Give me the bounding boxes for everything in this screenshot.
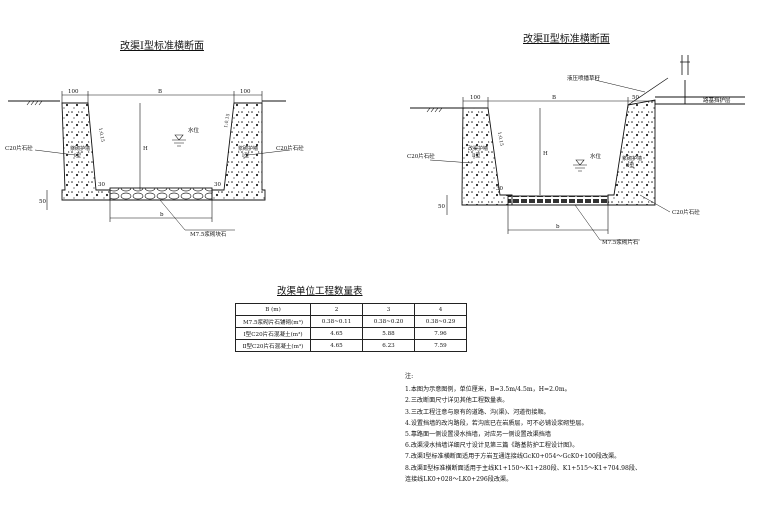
label-concrete-left: C20片石砼 bbox=[5, 144, 33, 152]
note-item: 2.三改断面尺寸详见其他工程数量表。 bbox=[405, 397, 509, 405]
table-cell: 4.65 bbox=[310, 339, 363, 352]
note-item: 1.本图为示意图例，单位厘米，B=3.5m/4.5m，H=2.0m。 bbox=[405, 386, 571, 394]
table-row: Ⅰ型C20片石混凝土(m³) 4.65 5.88 7.96 bbox=[235, 327, 467, 340]
table-row: M7.5浆砌片石铺砌(m³) 0.38~0.11 0.38~0.20 0.38~… bbox=[235, 315, 467, 328]
dim-toe-right: 30 bbox=[214, 182, 221, 188]
table-row: Ⅱ型C20片石混凝土(m³) 4.65 6.23 7.59 bbox=[235, 339, 467, 352]
table-cell: Ⅰ型C20片石混凝土(m³) bbox=[235, 327, 311, 340]
diagram-right-labels: 100 B 50 H b 30 50 水位 C20片石砼 C20片石砼 M7.5… bbox=[407, 74, 731, 246]
bottom-paving bbox=[109, 187, 213, 201]
table-cell: 0.38~0.29 bbox=[414, 315, 467, 328]
quantity-table: B (m) 2 3 4 M7.5浆砌片石铺砌(m³) 0.38~0.11 0.3… bbox=[235, 303, 467, 352]
table-header-row: B (m) 2 3 4 bbox=[235, 303, 467, 316]
table-header-cell: 2 bbox=[310, 303, 363, 316]
table-header-cell: 4 bbox=[414, 303, 467, 316]
dim-height-2: H bbox=[543, 151, 548, 157]
note-item: 6.改渠浸水挡墙详细尺寸设计见第三篇《路基防护工程设计图》。 bbox=[405, 442, 579, 450]
label-slope-right-2: 1:0.15 bbox=[496, 131, 504, 146]
diagram-left-labels: 100 B 100 H b 30 30 50 水位 C20片石砼 C20片石砼 … bbox=[5, 89, 304, 238]
dim-top-width-2: B bbox=[552, 95, 556, 101]
water-level-left bbox=[172, 134, 186, 147]
label-road: 路基挡护层 bbox=[703, 96, 731, 104]
note-item: 连接线LK0+028～LK0+296段改渠。 bbox=[405, 475, 513, 483]
guardrail bbox=[680, 55, 690, 75]
table-cell: 5.88 bbox=[362, 327, 415, 340]
dim-height: H bbox=[143, 146, 148, 152]
label-water-right: 水位 bbox=[590, 152, 602, 160]
dim-top-width: B bbox=[158, 89, 162, 95]
dim-base-thk-2: 50 bbox=[438, 204, 445, 210]
notes-heading: 注: bbox=[405, 373, 414, 380]
diagram-right bbox=[410, 55, 745, 241]
note-item: 8.改渠Ⅱ型标准横断面适用于主线K1+150～K1+280段、K1+515～K1… bbox=[405, 464, 642, 472]
dim-toe-left: 30 bbox=[98, 182, 105, 188]
diagram-left bbox=[8, 91, 291, 231]
dim-base-thk: 50 bbox=[39, 199, 46, 205]
dim-top-left-2: 100 bbox=[470, 95, 481, 101]
diagram-left-title: 改渠Ⅰ型标准横断面 bbox=[120, 41, 204, 52]
water-level-right bbox=[573, 159, 587, 172]
label-water-left: 水位 bbox=[188, 126, 200, 134]
dim-top-right-2: 50 bbox=[632, 95, 639, 101]
diagram-right-title: 改渠Ⅱ型标准横断面 bbox=[523, 34, 610, 45]
table-cell: 7.59 bbox=[414, 339, 467, 352]
table-cell: 4.65 bbox=[310, 327, 363, 340]
label-concrete-left-2: C20片石砼 bbox=[407, 152, 435, 160]
label-concrete-right-2: C20片石砼 bbox=[672, 208, 700, 216]
label-slope-right: 1:0.15 bbox=[223, 113, 231, 128]
notes-block: 注: 1.本图为示意图例，单位厘米，B=3.5m/4.5m，H=2.0m。 2.… bbox=[405, 371, 745, 485]
note-item: 4.设置挡墙的改沟路段，若沟底已在岩质层，可不必铺设浆砌垫层。 bbox=[405, 419, 588, 427]
table-cell: 7.96 bbox=[414, 327, 467, 340]
table-title: 改渠单位工程数量表 bbox=[277, 286, 363, 297]
right-wall-2 bbox=[607, 99, 656, 206]
ground-hatch-right bbox=[426, 107, 443, 113]
dim-base-width-2: b bbox=[556, 224, 560, 230]
note-item: 5.靠路面一侧设置浸水挡墙，对应另一侧设置改渠挡墙 bbox=[405, 431, 551, 439]
table-cell: 0.38~0.11 bbox=[310, 315, 363, 328]
label-grass: 液压喷播草籽 bbox=[567, 74, 601, 82]
table-cell: 0.38~0.20 bbox=[362, 315, 415, 328]
label-bottom-left: M7.5浆砌块石 bbox=[190, 230, 227, 238]
label-bottom-right: M7.5浆砌片石 bbox=[602, 238, 639, 246]
note-item: 7.改渠Ⅰ型标准横断面适用于方岩互通连接线GcK0+054～GcK0+100段改… bbox=[405, 453, 621, 461]
label-slope-left: 1:0.15 bbox=[97, 127, 105, 142]
ground-hatch-left bbox=[26, 100, 43, 106]
table-cell: Ⅱ型C20片石混凝土(m³) bbox=[235, 339, 311, 352]
table-header-cell: B (m) bbox=[235, 303, 311, 316]
note-item: 3.三改工程注意与原有的道路、沟(渠)、河道衔接顺。 bbox=[405, 408, 550, 416]
dim-top-right: 100 bbox=[240, 89, 251, 95]
dim-top-left: 100 bbox=[68, 89, 79, 95]
left-wall-2 bbox=[461, 107, 513, 206]
table-cell: 6.23 bbox=[362, 339, 415, 352]
label-concrete-right: C20片石砼 bbox=[276, 144, 304, 152]
dim-toe-2: 30 bbox=[496, 186, 503, 192]
table-header-cell: 3 bbox=[362, 303, 415, 316]
grass-slope bbox=[627, 77, 669, 106]
dim-base-width: b bbox=[160, 212, 164, 218]
bottom-paving-2 bbox=[507, 195, 609, 206]
table-cell: M7.5浆砌片石铺砌(m³) bbox=[235, 315, 311, 328]
